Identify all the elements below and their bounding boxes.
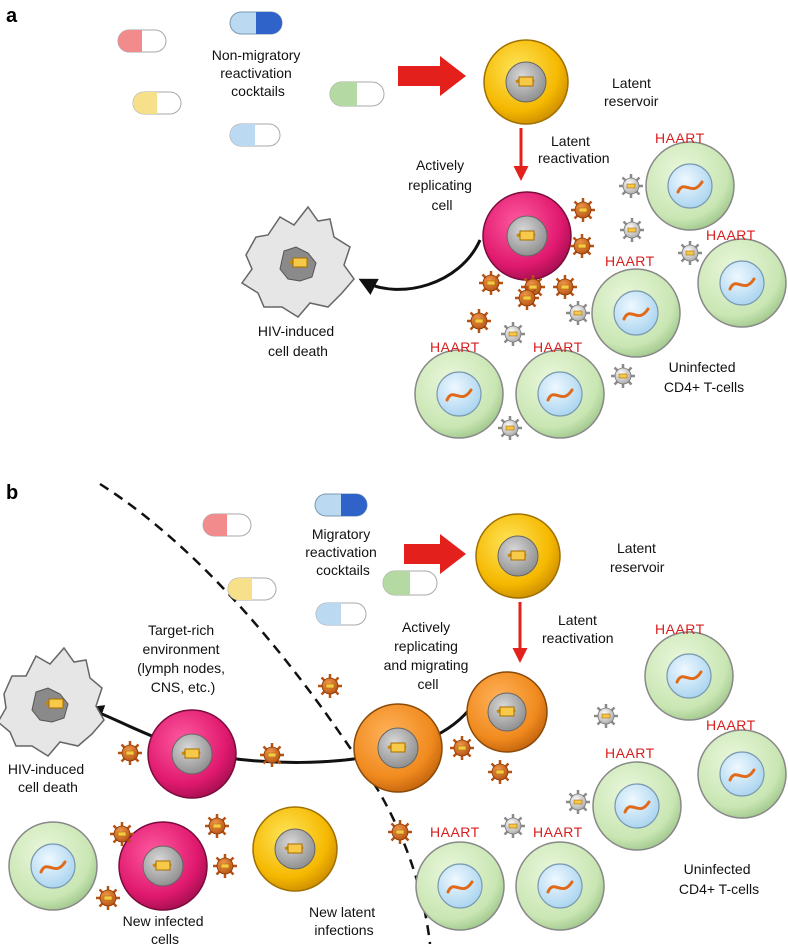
pill-yellow (132, 91, 182, 115)
a-active-cell (482, 191, 572, 281)
a-death-arrow (358, 239, 482, 295)
pill-blue (315, 602, 367, 626)
pill-red (202, 513, 252, 537)
b-latent-reservoir-label: Latent reservoir (610, 540, 665, 575)
haart-label: HAART (430, 824, 480, 840)
haart-label: HAART (706, 717, 756, 733)
b-uninfected-cell-left (7, 820, 99, 912)
haart-label: HAART (605, 745, 655, 761)
haart-label: HAART (655, 130, 705, 146)
pill-blue (229, 123, 281, 147)
a-uninfected-label: Uninfected CD4+ T-cells (664, 359, 744, 395)
b-dead-cell (0, 646, 105, 757)
pill-blue-dark (314, 493, 368, 517)
haart-label: HAART (655, 621, 705, 637)
b-active-cell-label: Actively replicating and migrating cell (384, 619, 473, 692)
b-haart-labels: HAART HAART HAART HAART HAART (430, 621, 756, 840)
b-latent-reservoir-cell (475, 513, 561, 599)
haart-label: HAART (430, 339, 480, 355)
a-latent-reactivation-label: Latent reactivation (538, 133, 610, 166)
b-migrating-cell-1 (466, 671, 548, 753)
b-new-infected-cell (118, 821, 208, 911)
pill-red (117, 29, 167, 53)
a-red-block-arrow (398, 56, 466, 96)
a-active-cell-label: Actively replicating cell (408, 157, 476, 213)
pill-green (382, 570, 438, 596)
a-haart-labels: HAART HAART HAART HAART HAART (430, 130, 756, 355)
b-latent-reactivation-label: Latent reactivation (542, 612, 614, 646)
haart-label: HAART (706, 227, 756, 243)
haart-label: HAART (533, 824, 583, 840)
panel-b-letter: b (6, 482, 18, 504)
b-migrating-cell-2 (353, 703, 443, 793)
a-dead-cell (240, 205, 355, 318)
pill-yellow (227, 577, 277, 601)
haart-label: HAART (605, 253, 655, 269)
b-cocktail-label: Migratory reactivation cocktails (305, 526, 380, 578)
a-latent-reservoir-cell (483, 39, 569, 125)
b-new-latent-cell (252, 806, 338, 892)
b-new-infected-label: New infected cells (123, 913, 208, 947)
b-uninfected-label: Uninfected CD4+ T-cells (679, 861, 759, 897)
b-red-block-arrow (404, 534, 466, 574)
b-new-latent-label: New latent infections (309, 904, 379, 938)
b-infected-cell-target (147, 709, 237, 799)
b-death-label: HIV-induced cell death (8, 761, 88, 795)
a-death-label: HIV-induced cell death (258, 323, 338, 359)
pill-green (329, 81, 385, 107)
haart-label: HAART (533, 339, 583, 355)
b-target-env-label: Target-rich environment (lymph nodes, CN… (137, 622, 229, 695)
pill-blue-dark (229, 11, 283, 35)
a-latent-reservoir-label: Latent reservoir (604, 75, 659, 109)
a-cocktail-label: Non-migratory reactivation cocktails (212, 47, 305, 99)
panel-a-letter: a (6, 5, 18, 27)
